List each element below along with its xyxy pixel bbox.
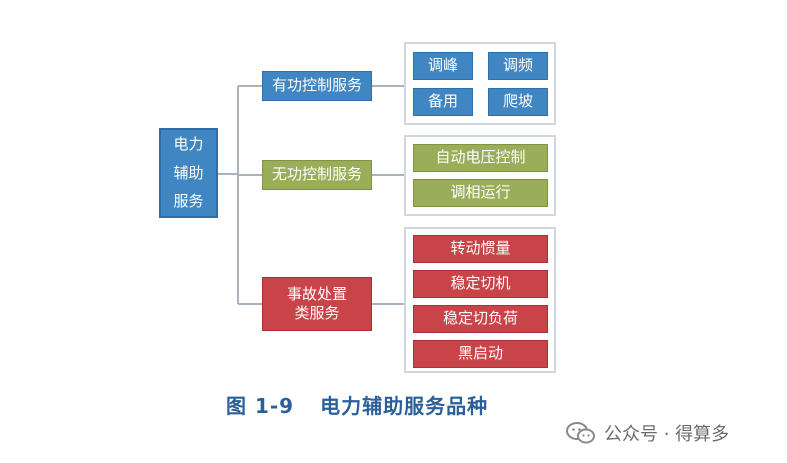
leaf-stability-load-shedding: 稳定切负荷 bbox=[413, 305, 548, 333]
leaf-ramping: 爬坡 bbox=[488, 88, 548, 116]
wechat-icon bbox=[566, 422, 595, 444]
root-node: 电力 辅助 服务 bbox=[159, 128, 218, 218]
watermark-text: 公众号 · 得算多 bbox=[604, 424, 730, 445]
leaf-black-start: 黑启动 bbox=[413, 340, 548, 368]
leaf-frequency-regulation: 调频 bbox=[488, 52, 548, 80]
branch-node-active-power: 有功控制服务 bbox=[262, 71, 372, 101]
watermark: 公众号 · 得算多 bbox=[566, 420, 729, 446]
leaf-automatic-voltage-control: 自动电压控制 bbox=[413, 144, 548, 172]
figure-caption: 图 1-9 电力辅助服务品种 bbox=[226, 390, 488, 419]
branch-node-accident-handling: 事故处置 类服务 bbox=[262, 277, 372, 331]
figure-title: 电力辅助服务品种 bbox=[320, 394, 489, 418]
figure-number: 图 1-9 bbox=[226, 394, 295, 418]
branch-node-reactive-power: 无功控制服务 bbox=[262, 160, 372, 190]
leaf-phase-modulation: 调相运行 bbox=[413, 179, 548, 207]
leaf-reserve: 备用 bbox=[413, 88, 473, 116]
leaf-stability-generator-tripping: 稳定切机 bbox=[413, 270, 548, 298]
leaf-peak-regulation: 调峰 bbox=[413, 52, 473, 80]
leaf-rotational-inertia: 转动惯量 bbox=[413, 235, 548, 263]
